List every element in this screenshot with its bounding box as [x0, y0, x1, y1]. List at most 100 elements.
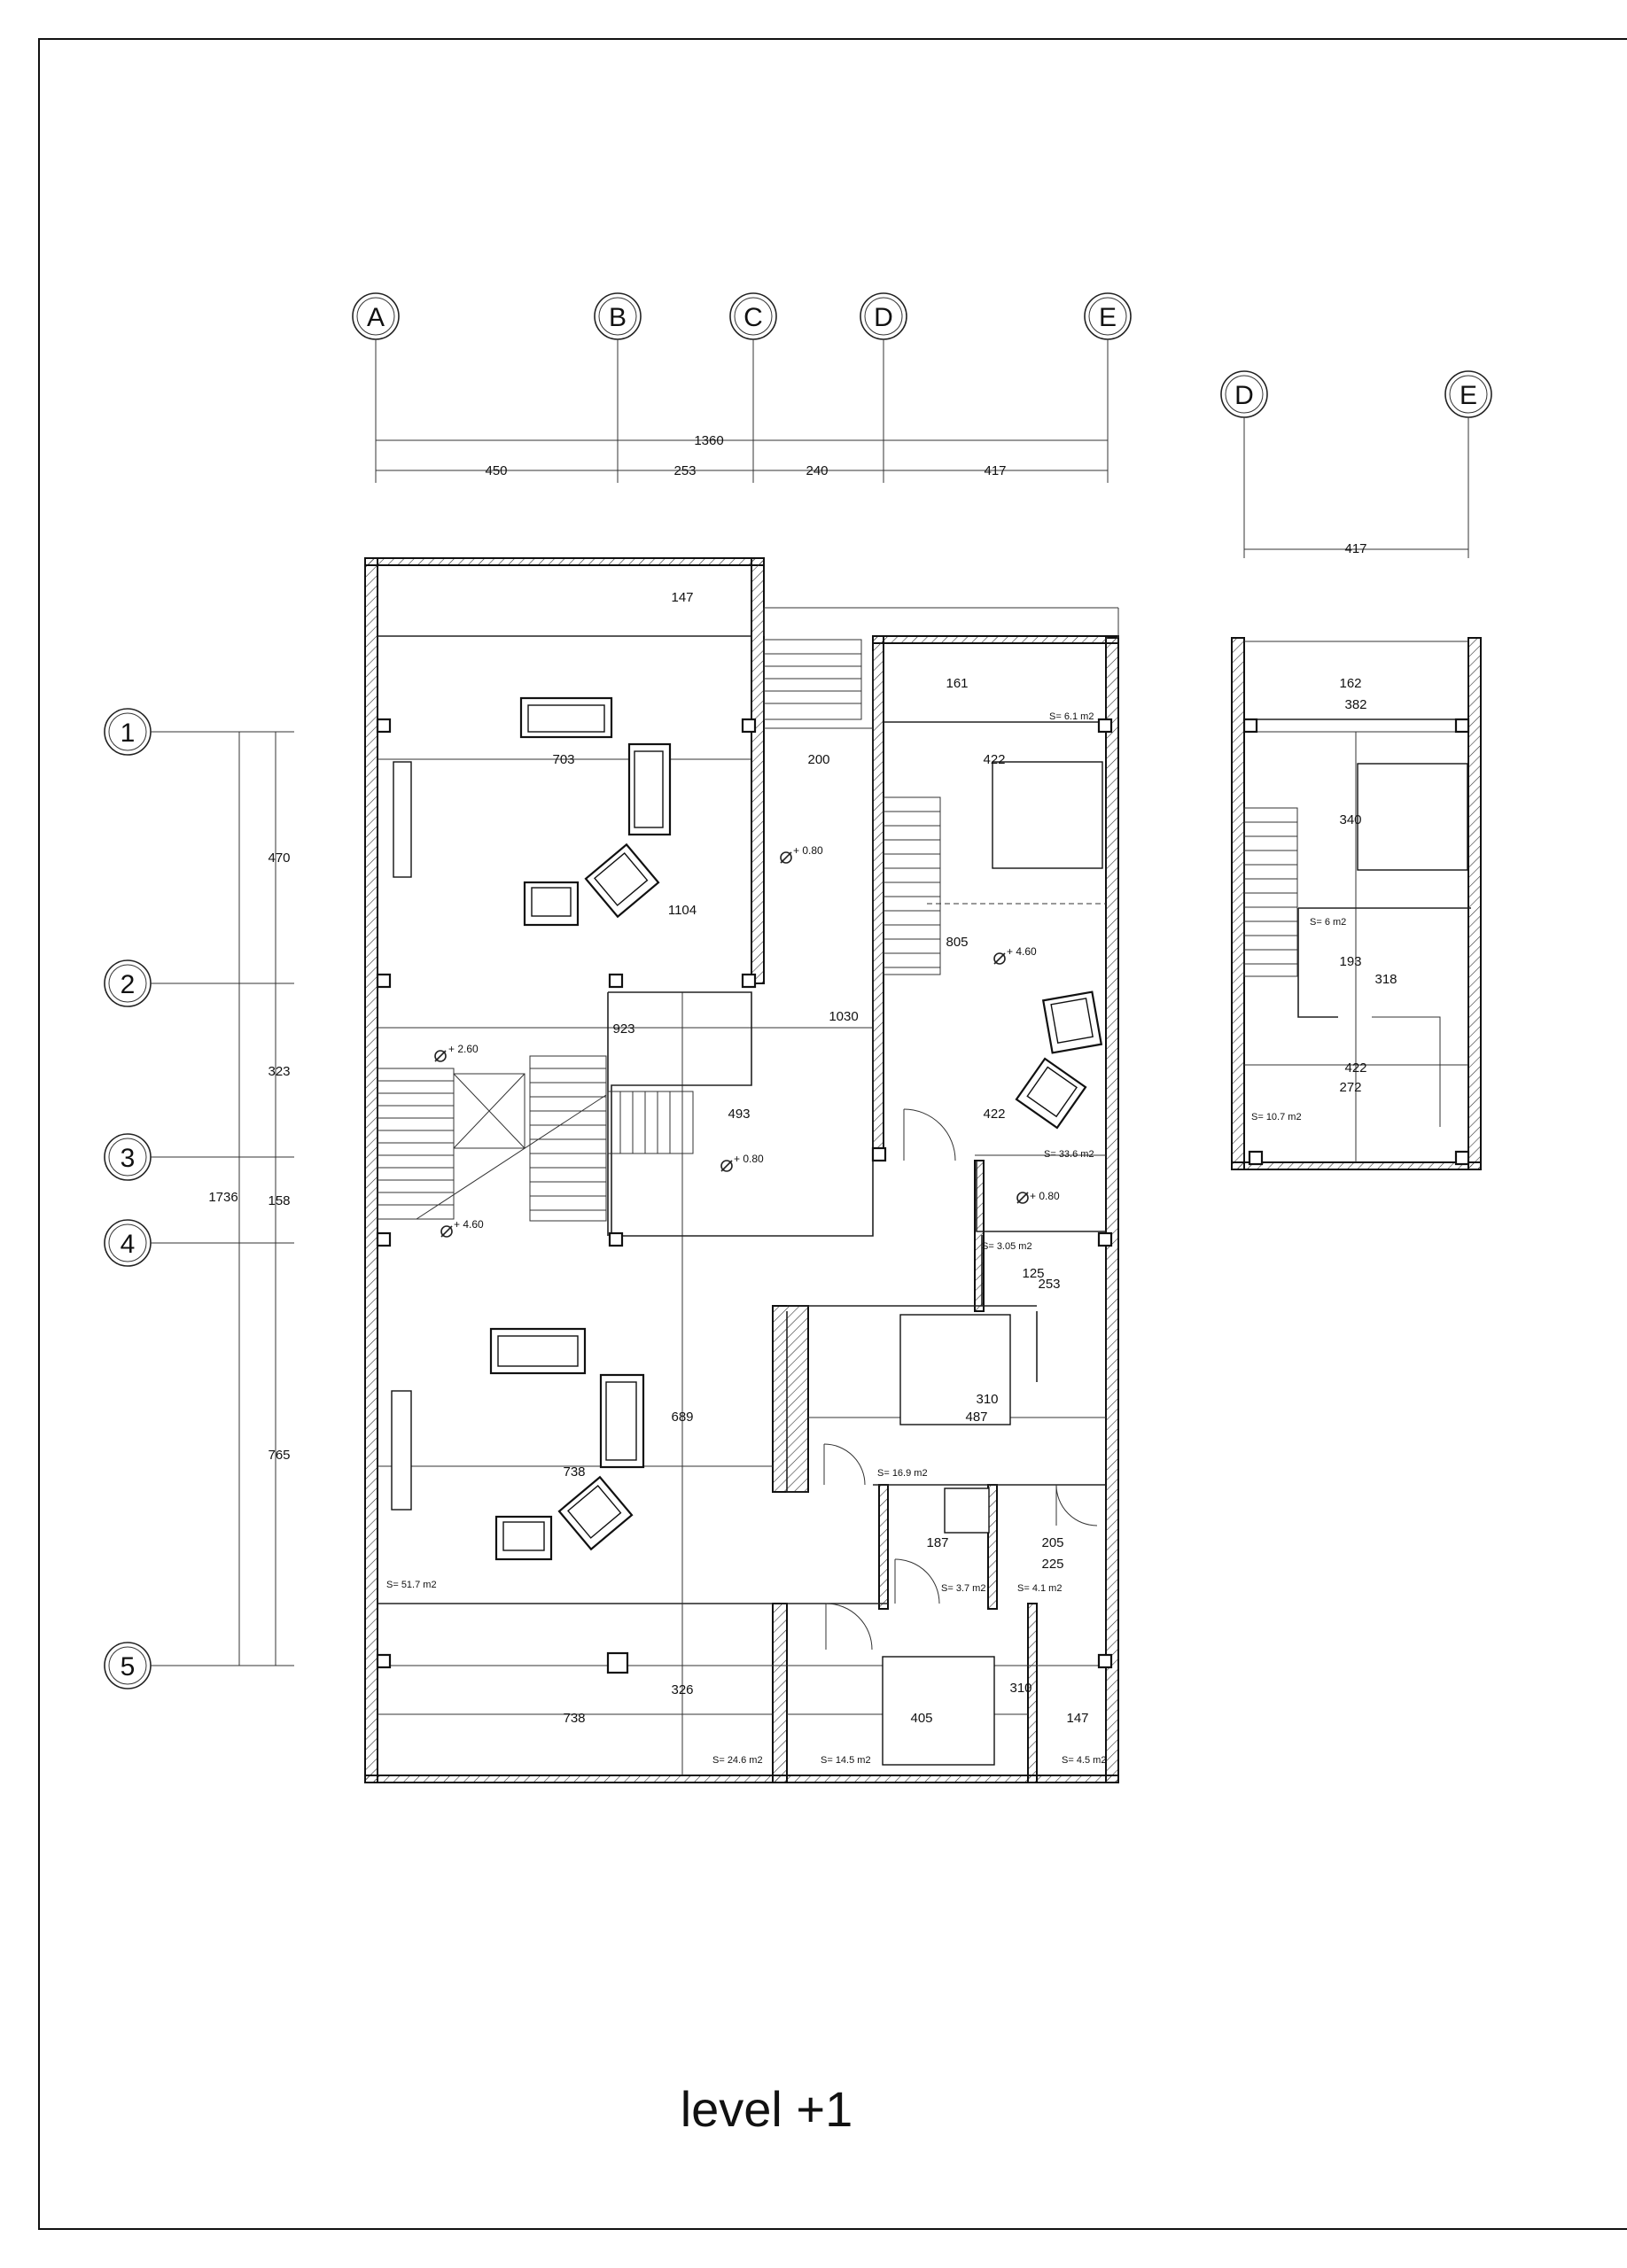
sofa — [519, 696, 613, 739]
toilet — [944, 1487, 990, 1534]
bed — [1357, 763, 1468, 871]
grid-label-a: A — [367, 303, 385, 332]
room-dim: 200 — [807, 752, 829, 767]
elevation-marker: + 4.60 — [440, 1218, 484, 1238]
room-dim: 310 — [1009, 1681, 1031, 1696]
room-dim: 405 — [910, 1711, 932, 1726]
area-label: S= 6.1 m2 — [1049, 711, 1094, 722]
room-dim: 125 — [1022, 1266, 1044, 1281]
grid-bubble-d: D — [860, 292, 907, 340]
grid-bubble-e: E — [1084, 292, 1132, 340]
area-label: S= 24.6 m2 — [712, 1755, 763, 1766]
wall-south-rooms — [772, 1603, 788, 1783]
annex-dim: 193 — [1339, 954, 1361, 969]
door — [1055, 1484, 1098, 1526]
dim-seg-cd: 240 — [806, 463, 828, 478]
dim-left-34: 158 — [268, 1193, 290, 1208]
staircase-left — [377, 1055, 607, 1222]
room-dim: 225 — [1041, 1557, 1063, 1572]
grid-label-c: C — [743, 303, 763, 332]
sheet-border — [38, 38, 1627, 2230]
room-dim: 205 — [1041, 1535, 1063, 1550]
sofa — [489, 1327, 587, 1375]
door — [894, 1558, 940, 1604]
column — [608, 973, 624, 989]
room-dim: 689 — [671, 1410, 693, 1425]
area-label: S= 3.7 m2 — [941, 1583, 985, 1594]
door — [903, 1108, 956, 1161]
staircase-annex — [1243, 807, 1298, 977]
door — [823, 1443, 866, 1486]
drawing-title: level +1 — [681, 2081, 853, 2137]
column — [376, 1653, 392, 1669]
grid-bubble-c: C — [729, 292, 777, 340]
staircase-top — [763, 639, 862, 720]
annex-dim: 382 — [1344, 697, 1366, 712]
room-dim: 422 — [983, 752, 1005, 767]
wall-bath — [878, 1484, 889, 1610]
annex-dim: 162 — [1339, 676, 1361, 691]
grid-bubble-2: 2 — [104, 959, 152, 1007]
column — [741, 973, 757, 989]
dim-seg-de: 417 — [984, 463, 1006, 478]
room-dim: 805 — [946, 935, 968, 950]
room-dim: 738 — [563, 1711, 585, 1726]
room-dim: 703 — [552, 752, 574, 767]
room-dim: 147 — [671, 590, 693, 605]
room-dim: 161 — [946, 676, 968, 691]
dim-total-top: 1360 — [694, 433, 723, 448]
dim-annex-total: 417 — [1344, 541, 1366, 556]
room-dim: 147 — [1066, 1711, 1088, 1726]
staircase-middle — [607, 1091, 694, 1154]
room-dim: 422 — [983, 1107, 1005, 1122]
elevation-marker: + 2.60 — [434, 1043, 479, 1062]
dim-left-12: 470 — [268, 850, 290, 866]
column — [1097, 718, 1113, 734]
annex-dim: 272 — [1339, 1080, 1361, 1095]
dim-left-23: 323 — [268, 1064, 290, 1079]
room-dim: 310 — [976, 1392, 998, 1407]
svg-text:+ 0.80: + 0.80 — [793, 844, 823, 857]
main-floor-plan: 147 161 703 200 422 1104 805 923 1030 49… — [364, 557, 1119, 1783]
armchair — [1015, 1057, 1087, 1130]
area-label: S= 14.5 m2 — [821, 1755, 871, 1766]
armchair — [557, 1475, 634, 1551]
grid-bubble-annex-e: E — [1444, 370, 1492, 418]
armchair — [1041, 990, 1103, 1054]
column — [1097, 1653, 1113, 1669]
svg-text:+ 4.60: + 4.60 — [454, 1218, 484, 1231]
grid-label-4: 4 — [121, 1230, 136, 1259]
grid-axes-annex: D E 417 — [1220, 370, 1492, 558]
dim-seg-bc: 253 — [673, 463, 696, 478]
elevation-marker: + 0.80 — [720, 1153, 764, 1172]
svg-text:+ 2.60: + 2.60 — [448, 1043, 479, 1055]
column — [606, 1651, 629, 1674]
grid-bubble-annex-d: D — [1220, 370, 1268, 418]
dim-seg-ab: 450 — [485, 463, 507, 478]
grid-bubble-b: B — [594, 292, 642, 340]
sofa — [627, 742, 672, 836]
annex-dim: 422 — [1344, 1060, 1366, 1076]
area-label: S= 51.7 m2 — [386, 1580, 437, 1590]
column — [376, 1231, 392, 1247]
wall-north-east — [872, 635, 1119, 644]
room-dim: 493 — [728, 1107, 750, 1122]
dim-left-total: 1736 — [208, 1190, 237, 1205]
area-label: S= 16.9 m2 — [877, 1468, 928, 1479]
column — [1097, 1231, 1113, 1247]
area-label: S= 4.5 m2 — [1062, 1755, 1106, 1766]
svg-text:+ 0.80: + 0.80 — [1030, 1190, 1060, 1202]
dimension-top: 1360 450 253 240 417 — [376, 433, 1108, 478]
wall-south-east-rooms — [1027, 1603, 1038, 1783]
grid-axes-left: 1 2 3 4 5 1736 470 323 158 765 — [104, 708, 294, 1689]
bed — [882, 1656, 995, 1766]
tv-unit — [391, 1390, 412, 1511]
column — [608, 1231, 624, 1247]
elevation-marker: + 0.80 — [780, 844, 823, 864]
sofa — [599, 1373, 645, 1469]
room-dim: 326 — [671, 1682, 693, 1697]
area-label: S= 3.05 m2 — [982, 1241, 1032, 1252]
column — [871, 1146, 887, 1162]
grid-label-annex-e: E — [1460, 381, 1477, 410]
